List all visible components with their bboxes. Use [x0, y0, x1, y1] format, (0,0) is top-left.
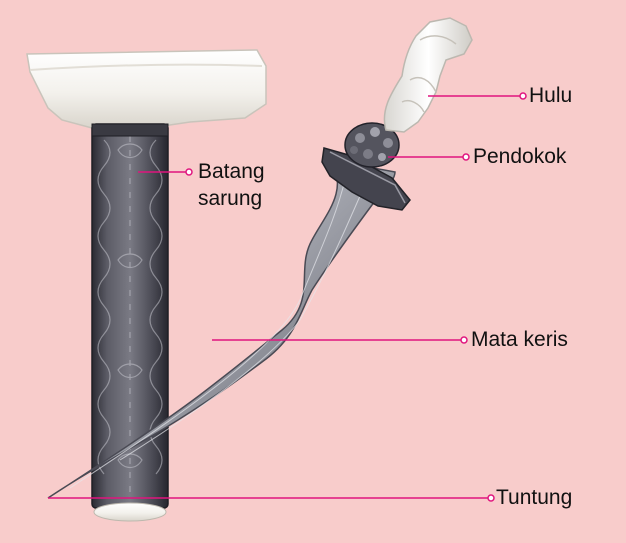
sheath-top-piece [27, 50, 266, 128]
label-hulu: Hulu [529, 83, 572, 109]
label-mata-keris: Mata keris [471, 327, 568, 353]
label-tuntung: Tuntung [496, 485, 572, 511]
sheath-foot [94, 503, 166, 521]
label-batang-sarung-1: Batang [198, 159, 265, 185]
label-batang-sarung-2: sarung [198, 186, 262, 212]
label-pendokok: Pendokok [473, 144, 566, 170]
